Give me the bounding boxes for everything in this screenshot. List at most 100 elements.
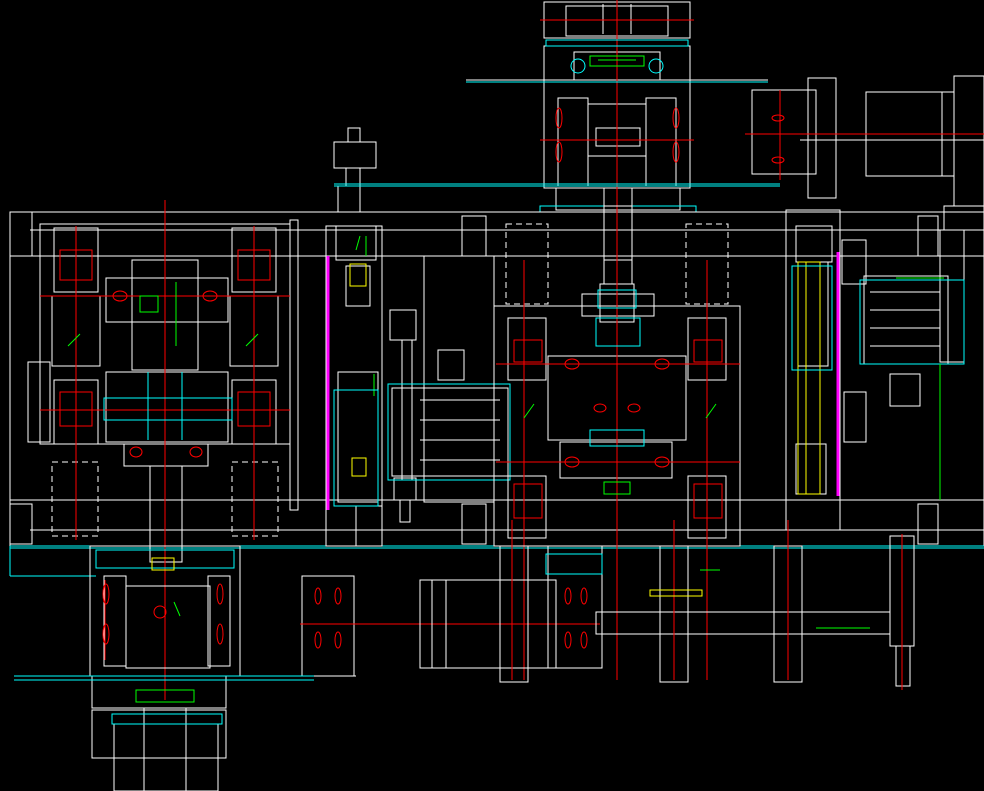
left-lower-motor-centerlines-ellipse-1 — [102, 583, 110, 605]
center-assembly-cyan-rect-2 — [597, 289, 637, 309]
top-motor-hatch-rect-2 — [539, 205, 697, 213]
left-lower-motor-centerlines-ellipse-4 — [216, 623, 224, 645]
top-motor-hatch-circle-4 — [648, 58, 664, 74]
center-left-clamp-rect-1 — [401, 339, 413, 481]
right-rail-column-rect-1 — [795, 225, 833, 263]
top-motor-dimension-rect-0 — [589, 55, 645, 67]
center-assembly-green-line-0 — [523, 403, 535, 419]
left-rail-column-rect-2 — [345, 265, 371, 307]
top-motor-dimension — [589, 55, 645, 67]
right-top-motor-centerlines-ellipse-2 — [771, 114, 785, 122]
right-top-motor-rect-4 — [953, 75, 984, 207]
left-lower-motor-centerlines-ellipse-8 — [314, 631, 322, 649]
center-assembly-centerlines-ellipse-13 — [593, 403, 607, 413]
bottom-center-cyan — [545, 553, 603, 575]
center-assembly-centerlines-ellipse-9 — [564, 358, 580, 370]
top-motor-centerlines-ellipse-3 — [555, 107, 563, 129]
main-frame-rect-8 — [27, 361, 51, 443]
center-left-cylinders — [391, 387, 509, 477]
left-lower-motor-cyan-rect-2 — [95, 549, 235, 569]
left-lower-motor-rect-3 — [125, 585, 211, 669]
left-rail-column-rect-4 — [355, 505, 383, 547]
right-cylinder-bank-rect-5 — [889, 373, 921, 407]
left-assembly-green — [67, 282, 259, 347]
left-assembly-centerlines-rect-7 — [59, 391, 93, 427]
top-motor-centerlines-ellipse-6 — [672, 141, 680, 163]
left-lower-motor-green-rect-0 — [135, 689, 195, 703]
left-lower-motor-centerlines-ellipse-2 — [102, 623, 110, 645]
right-cylinder-bank-cyan-rect-0 — [859, 279, 965, 365]
bottom-center-centerlines-ellipse-7 — [580, 631, 588, 649]
left-assembly-centerlines-ellipse-9 — [112, 290, 128, 302]
right-top-motor-centerlines-ellipse-3 — [771, 156, 785, 164]
left-assembly-centerlines — [40, 200, 290, 700]
right-cylinder-bank-rect-0 — [863, 275, 949, 365]
bottom-center-centerlines-ellipse-6 — [564, 631, 572, 649]
right-top-motor-rect-0 — [751, 89, 817, 175]
top-motor-hatch-rect-0 — [545, 39, 689, 47]
center-assembly-cyan-rect-0 — [595, 317, 641, 347]
center-assembly-centerlines-rect-8 — [693, 483, 723, 519]
small-top-motor-rect-3 — [345, 167, 361, 187]
right-top-motor-rect-7 — [943, 205, 984, 231]
left-assembly-centerlines-ellipse-10 — [202, 290, 218, 302]
center-assembly-centerlines-rect-7 — [513, 483, 543, 519]
right-cylinder-bank — [863, 229, 965, 407]
center-assembly-rect-6 — [559, 441, 673, 479]
center-assembly-cyan — [589, 289, 645, 447]
left-assembly-dash — [51, 461, 279, 537]
bottom-center-green — [700, 569, 870, 629]
top-motor-assembly-rect-14 — [603, 187, 633, 261]
left-lower-motor-centerlines-ellipse-3 — [216, 583, 224, 605]
right-rail-cyan-rect-0 — [791, 265, 833, 371]
center-left-clamp-rect-5 — [423, 255, 495, 503]
center-assembly-centerlines-ellipse-11 — [564, 456, 580, 468]
left-assembly-dash-rect-1 — [231, 461, 279, 537]
left-lower-motor-green — [135, 601, 195, 703]
top-motor-centerlines-ellipse-4 — [555, 141, 563, 163]
right-cylinder-bank-green — [896, 277, 944, 500]
right-rail-column-rect-2 — [797, 261, 829, 367]
left-assembly-centerlines-rect-8 — [237, 391, 271, 427]
center-assembly-green-line-1 — [705, 403, 717, 419]
top-motor-centerlines-ellipse-5 — [672, 107, 680, 129]
left-assembly-rect-6 — [105, 371, 229, 443]
center-assembly-centerlines-ellipse-10 — [654, 358, 670, 370]
left-assembly-green-line-0 — [67, 333, 81, 347]
bottom-center-hardware-rect-3 — [547, 545, 603, 669]
left-rail-yellow — [349, 263, 367, 477]
left-rail-cyan-rect-0 — [333, 389, 379, 507]
left-lower-motor-cyan — [14, 549, 314, 725]
center-assembly-dash-rect-0 — [505, 223, 549, 305]
left-assembly-green-rect-2 — [139, 295, 159, 313]
left-lower-motor-green-line-1 — [173, 601, 181, 617]
right-rail-column-rect-0 — [785, 209, 841, 531]
center-assembly-cyan-rect-1 — [589, 429, 645, 447]
left-assembly-cyan-rect-0 — [103, 397, 233, 421]
left-assembly-dash-rect-0 — [51, 461, 99, 537]
left-lower-motor-rect-4 — [91, 675, 227, 709]
left-lower-motor-rect-9 — [301, 575, 355, 677]
small-top-motor — [333, 127, 377, 213]
center-assembly-rect-1 — [507, 317, 547, 381]
left-assembly-green-line-1 — [245, 333, 259, 347]
center-left-clamp-rect-4 — [437, 349, 465, 381]
left-rail-green-line-0 — [355, 235, 361, 251]
small-top-motor-hatch — [334, 183, 780, 187]
bottom-center-hardware-rect-0 — [419, 579, 557, 669]
left-lower-motor-centerlines-ellipse-6 — [314, 587, 322, 605]
left-rail-green — [355, 235, 375, 396]
bottom-center-hardware — [419, 535, 915, 687]
left-rail-cyan — [333, 389, 379, 507]
main-frame-rect-1 — [9, 211, 33, 257]
right-rail-column-rect-4 — [841, 239, 867, 285]
right-top-motor-centerlines — [745, 90, 984, 180]
right-rail-yellow-rect-0 — [797, 261, 821, 495]
bottom-center-hardware-rect-1 — [431, 579, 447, 669]
left-lower-motor-rect-1 — [103, 575, 127, 667]
main-frame-rect-9 — [289, 219, 299, 511]
center-assembly-rect-8 — [603, 205, 633, 285]
center-assembly-rect-9 — [581, 293, 655, 317]
right-rail-cyan — [791, 265, 833, 371]
